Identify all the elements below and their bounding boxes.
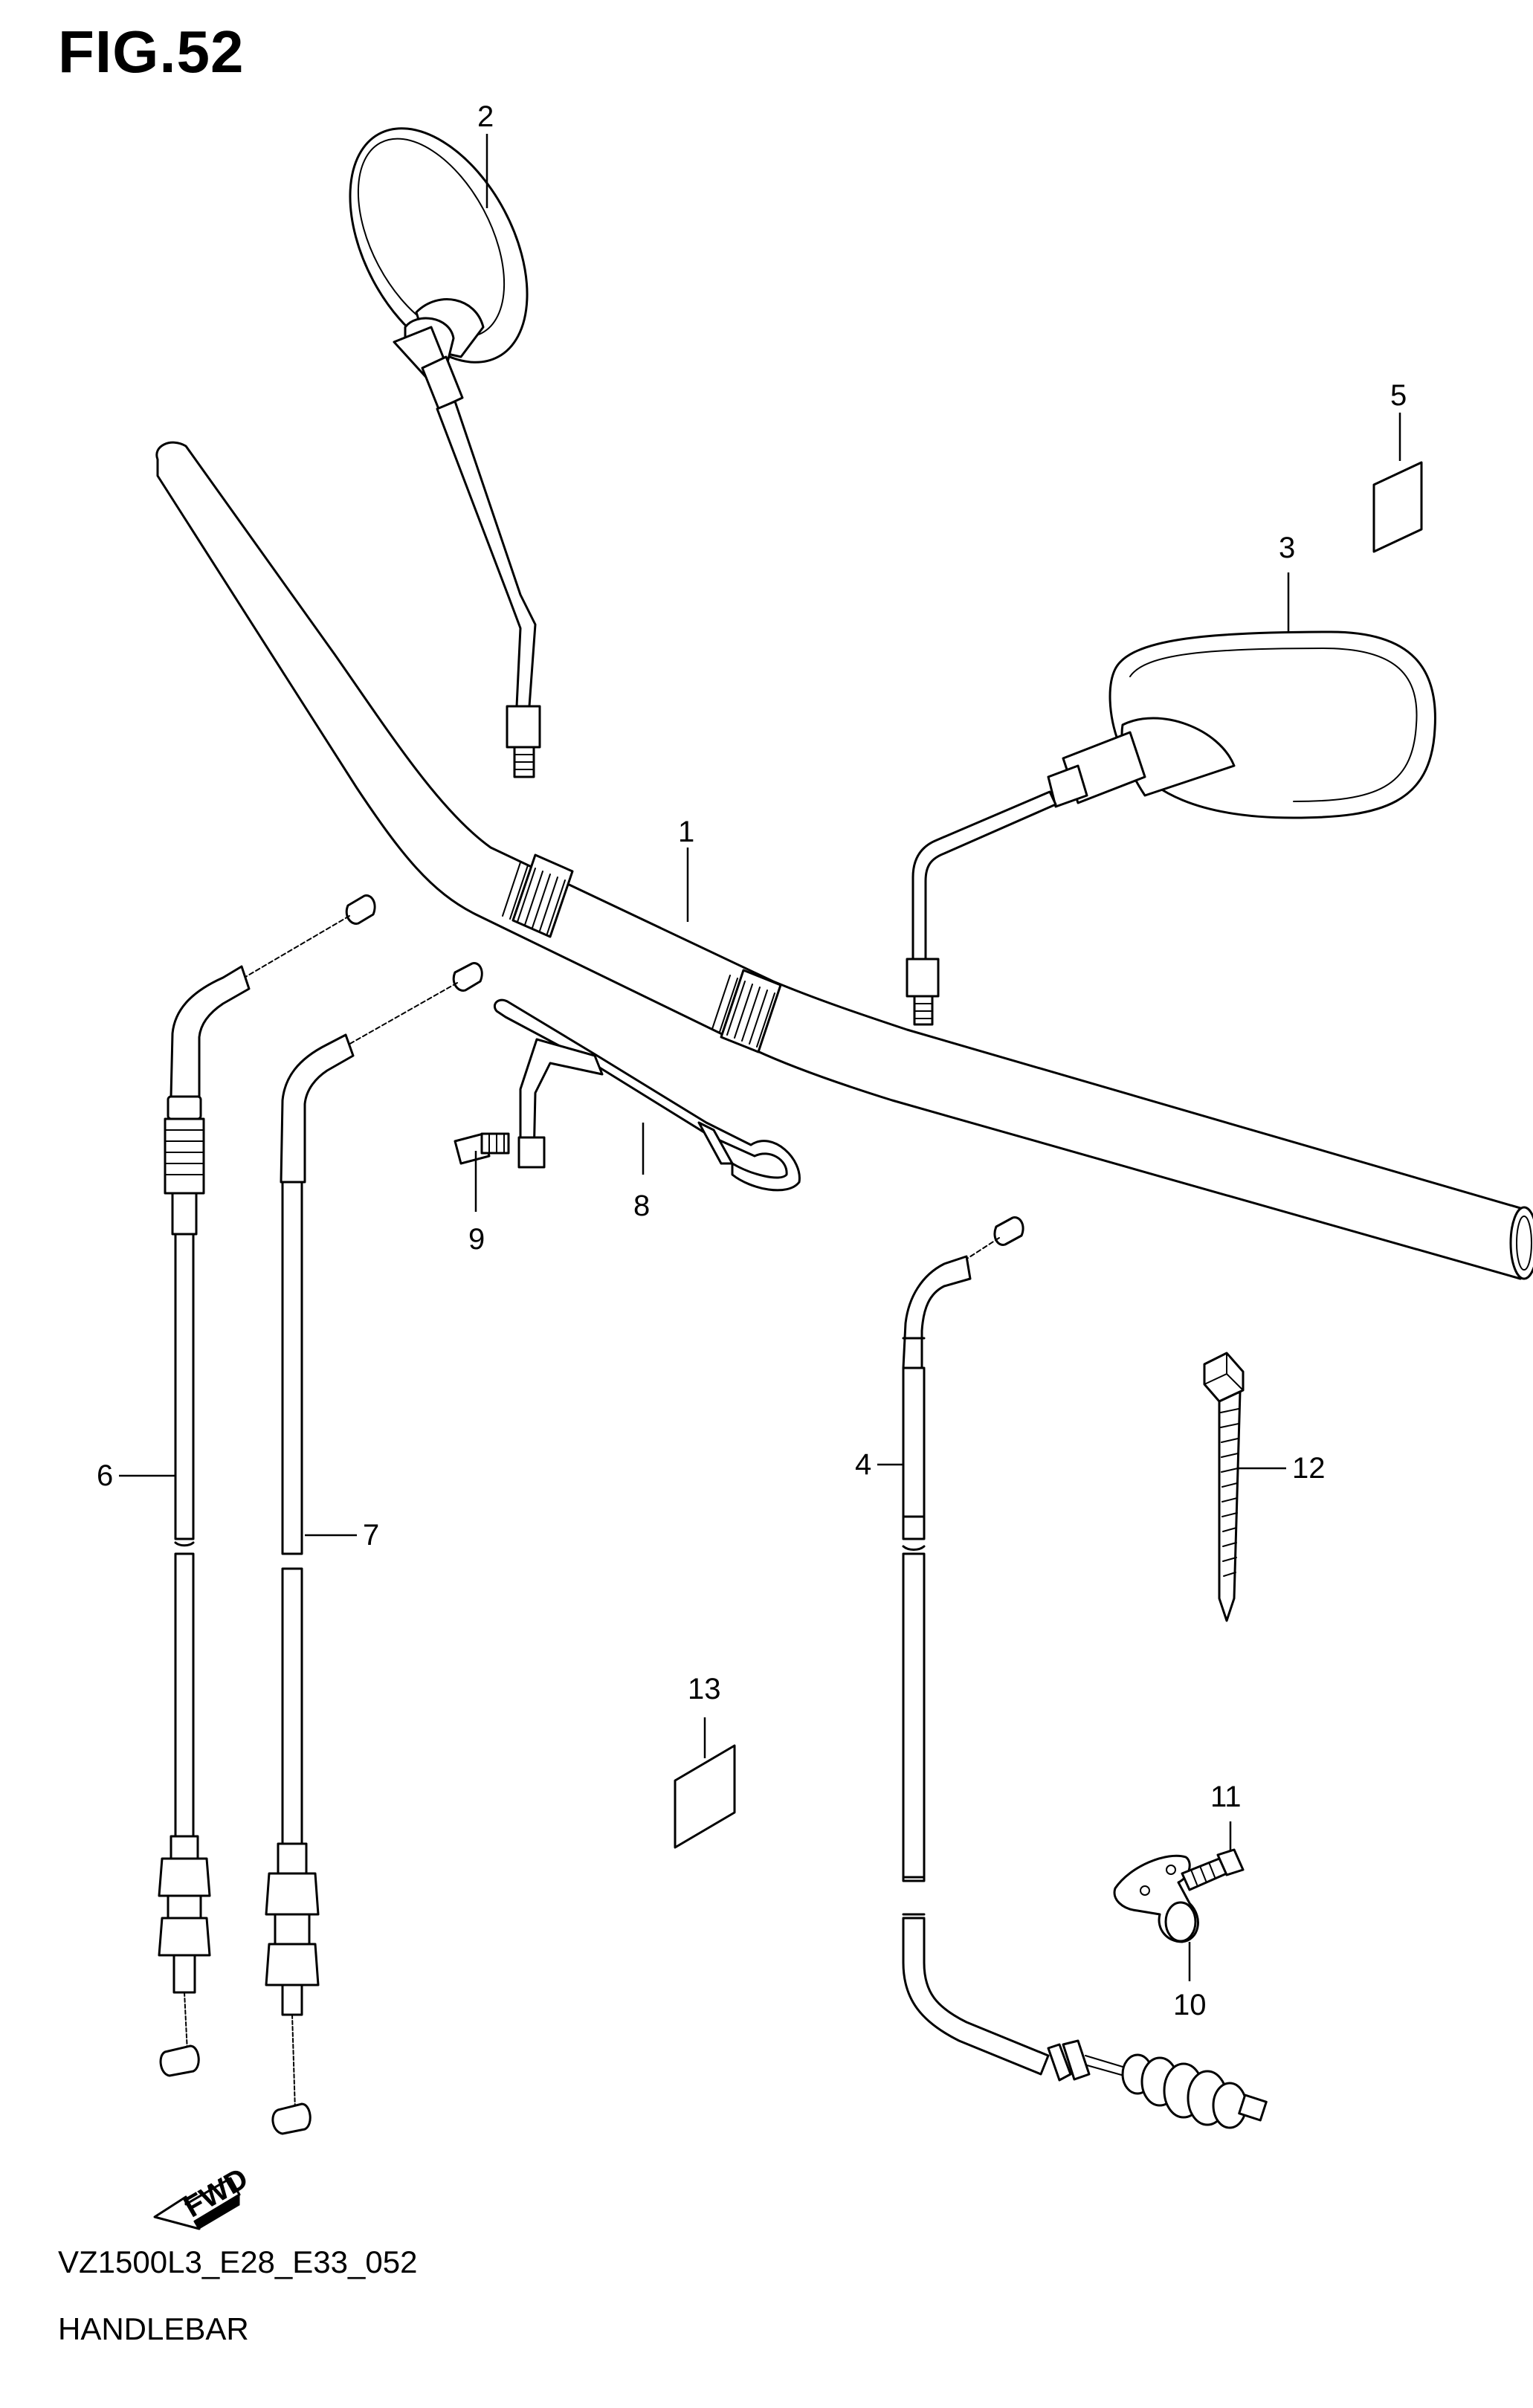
callout-6: 6	[97, 1459, 113, 1492]
part-clutch-cable-4[interactable]	[902, 1216, 1268, 2129]
leader-lines	[119, 134, 1401, 1981]
callout-3: 3	[1279, 532, 1295, 564]
callout-8: 8	[633, 1190, 650, 1222]
part-handlebar[interactable]	[155, 441, 1533, 1280]
part-bracket-8[interactable]	[493, 998, 801, 1192]
callout-labels: 2 3 5 1 8 9 6 7 4 12 13 11 10	[97, 100, 1407, 2021]
part-mirror-right[interactable]	[906, 630, 1436, 1026]
part-cable-tie-12[interactable]	[1203, 1352, 1245, 1622]
part-screw-11[interactable]	[1181, 1848, 1245, 1891]
cable-boot	[1121, 2053, 1268, 2129]
part-label-5[interactable]	[1372, 461, 1423, 553]
part-mirror-left[interactable]	[314, 99, 564, 778]
figure-title: FIG.52	[58, 19, 245, 85]
knurl-band-right	[711, 969, 782, 1053]
callout-7: 7	[363, 1519, 379, 1552]
part-throttle-cable-6[interactable]	[158, 894, 376, 2077]
diagram-code: VZ1500L3_E28_E33_052	[58, 2244, 418, 2279]
callout-1: 1	[678, 816, 694, 848]
part-bolt-9[interactable]	[454, 1132, 510, 1165]
part-return-cable-7[interactable]	[265, 962, 483, 2135]
callout-10: 10	[1173, 1989, 1207, 2021]
part-label-13[interactable]	[674, 1744, 736, 1849]
callout-4: 4	[855, 1448, 871, 1481]
callout-9: 9	[468, 1223, 485, 1256]
callout-11: 11	[1210, 1781, 1242, 1813]
diagram-name: HANDLEBAR	[58, 2311, 249, 2346]
part-clamp-10[interactable]	[1113, 1854, 1199, 1943]
callout-13: 13	[688, 1673, 721, 1705]
fwd-direction-arrow: FWD	[153, 2162, 254, 2230]
callout-12: 12	[1292, 1452, 1326, 1485]
callout-5: 5	[1390, 379, 1407, 412]
knurl-band-left	[502, 853, 574, 938]
callout-2: 2	[477, 100, 494, 133]
